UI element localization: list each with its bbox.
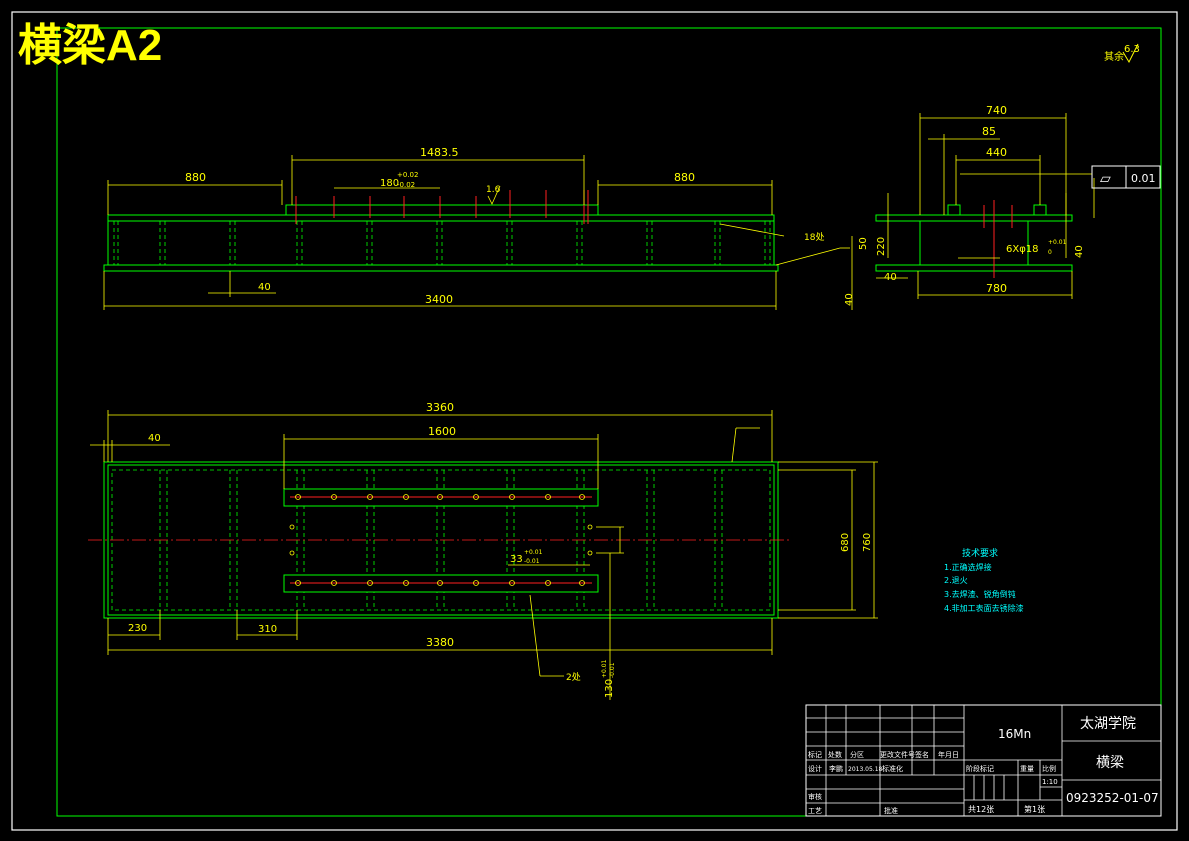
tb-label-sign: 签名 <box>915 750 929 759</box>
front-hole-marks <box>295 190 589 224</box>
side-dim-bottom: 780 <box>986 282 1007 295</box>
plan-dim-inner: 1600 <box>428 425 456 438</box>
tb-sheets-total: 共12张 <box>968 805 994 814</box>
notes-item-3: 3.去焊渣、锐角倒钝 <box>944 589 1016 599</box>
tb-label-change-doc: 更改文件号 <box>880 750 915 759</box>
plan-dim-130-tol-lower: -0.01 <box>609 662 616 678</box>
front-ribs <box>113 221 771 265</box>
plan-dim-760: 760 <box>862 533 873 552</box>
side-dim-lines <box>876 113 1095 299</box>
front-beam-base <box>103 264 779 272</box>
tb-label-count: 处数 <box>828 750 842 759</box>
roughness-value: 6.3 <box>1124 44 1140 55</box>
tb-scale: 1:10 <box>1042 778 1058 786</box>
tb-ratio: 比例 <box>1042 764 1056 773</box>
front-dim-pitch-tol-upper: +0.02 <box>397 171 418 179</box>
front-roughness: 1.6 <box>486 185 501 195</box>
front-dim-total: 3400 <box>425 293 453 306</box>
front-dim-h-top: 50 <box>858 237 869 250</box>
side-base <box>875 264 1073 272</box>
tb-weight: 重量 <box>1020 765 1034 773</box>
flatness-value: 0.01 <box>1131 172 1156 185</box>
side-dim-85: 85 <box>982 125 996 138</box>
inner-frame <box>56 27 1162 817</box>
tb-label-mark: 标记 <box>808 750 822 759</box>
roughness-note: 其余 6.3 <box>1104 43 1140 64</box>
side-rail-right <box>1033 204 1047 216</box>
side-top-plate <box>875 214 1073 222</box>
roughness-prefix: 其余 <box>1104 50 1124 63</box>
tb-stage-mark: 阶段标记 <box>966 764 994 773</box>
side-dim-left-40: 40 <box>884 272 897 283</box>
roughness-symbol-icon <box>1122 43 1139 64</box>
front-rail-strip <box>285 204 599 216</box>
plan-dim-spacing-tol-lower: -0.01 <box>524 558 540 565</box>
plan-dim-680: 680 <box>840 533 851 552</box>
front-callout: 18处 <box>804 231 824 243</box>
tb-material: 16Mn <box>998 727 1031 741</box>
tb-label-zone: 分区 <box>850 750 864 759</box>
tb-drawing-no: 0923252-01-07 <box>1066 791 1159 805</box>
tb-part-name: 横梁 <box>1096 755 1124 771</box>
side-holes-tol-upper: +0.01 <box>1048 239 1067 246</box>
notes-heading: 技术要求 <box>962 547 998 559</box>
front-dim-pitch: 180 <box>380 178 399 189</box>
side-dim-right-40: 40 <box>1074 245 1085 258</box>
plan-dim-130: 130 <box>604 679 615 698</box>
outer-frame <box>11 11 1178 831</box>
side-dim-top: 740 <box>986 104 1007 117</box>
tb-designer: 李鹏 <box>829 764 843 773</box>
plan-view: 3360 40 1600 680 760 33 +0.01 -0.01 230 … <box>88 401 878 700</box>
side-hole-marks <box>983 200 1013 278</box>
tb-design-date: 2013.05.18 <box>848 766 883 773</box>
plan-dim-spacing: 33 <box>510 554 523 565</box>
side-dim-440: 440 <box>986 146 1007 159</box>
front-beam-body <box>107 220 775 266</box>
tb-label-design: 设计 <box>808 764 822 773</box>
plan-dim-left-230: 230 <box>128 623 147 634</box>
front-dim-gap: 40 <box>258 282 271 293</box>
plan-dim-top: 3360 <box>426 401 454 414</box>
plan-dim-spacing-tol-upper: +0.01 <box>524 549 543 556</box>
front-beam-top-plate <box>107 214 775 222</box>
plan-dim-lines <box>90 410 878 700</box>
front-dim-h-bottom: 40 <box>844 293 855 306</box>
front-view: 880 1483.5 180 +0.02 -0.02 1.6 880 40 34… <box>103 146 869 310</box>
tb-school: 太湖学院 <box>1080 716 1136 732</box>
plan-dim-left-40: 40 <box>148 433 161 444</box>
tb-label-review: 审核 <box>808 792 822 801</box>
side-holes-tol-lower: 0 <box>1048 249 1052 256</box>
side-rail-left <box>947 204 961 216</box>
side-holes: 6Xφ18 <box>1006 244 1039 255</box>
technical-notes: 技术要求 1.正确选焊接 2.退火 3.去焊渣、锐角倒钝 4.非加工表面去锈除漆 <box>944 547 1024 613</box>
side-view: 740 85 440 220 40 40 780 6Xφ18 +0.01 0 ▱… <box>875 104 1161 299</box>
plan-dim-130-tol-upper: +0.01 <box>601 659 608 678</box>
notes-item-1: 1.正确选焊接 <box>944 562 992 572</box>
front-dim-right: 880 <box>674 171 695 184</box>
tb-sheet-no: 第1张 <box>1024 804 1045 814</box>
sheet-title: 横梁A2 <box>18 21 162 70</box>
plan-dim-bottom: 3380 <box>426 636 454 649</box>
front-dim-left: 880 <box>185 171 206 184</box>
plan-callout: 2处 <box>566 671 581 683</box>
front-dim-lines <box>103 155 853 310</box>
front-dim-pitch-tol-lower: -0.02 <box>397 181 415 189</box>
flatness-icon: ▱ <box>1100 171 1111 187</box>
tb-label-approve: 批准 <box>884 806 898 815</box>
plan-dim-bay-310: 310 <box>258 624 277 635</box>
title-block: 16Mn 太湖学院 横梁 0923252-01-07 1:10 共12张 第1张… <box>805 704 1162 817</box>
tb-label-process: 工艺 <box>808 807 822 815</box>
notes-item-4: 4.非加工表面去锈除漆 <box>944 603 1024 613</box>
tb-label-standard: 标准化 <box>882 764 903 773</box>
front-dim-mid: 1483.5 <box>420 146 459 159</box>
side-dim-220: 220 <box>876 237 887 256</box>
flatness-frame: ▱ 0.01 <box>1091 165 1161 189</box>
notes-item-2: 2.退火 <box>944 576 968 585</box>
tb-label-date: 年月日 <box>938 750 959 759</box>
plan-holes <box>289 494 593 586</box>
